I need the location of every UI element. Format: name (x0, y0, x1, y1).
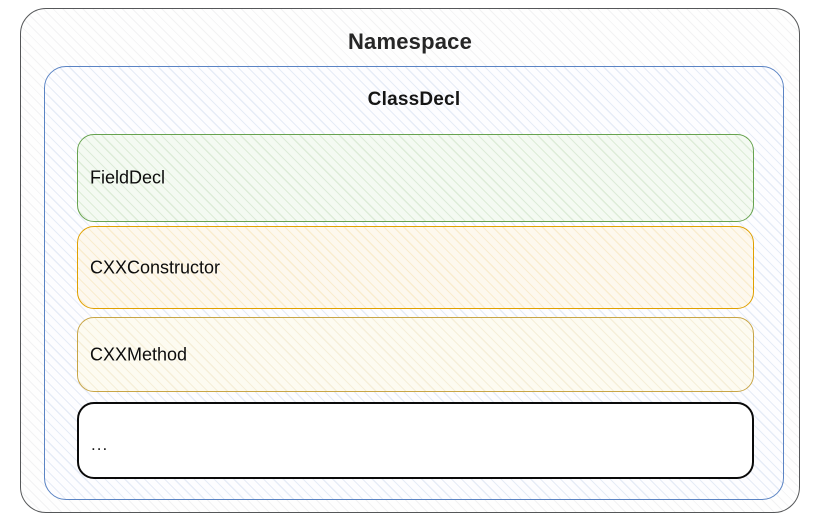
member-box-cxxmethod: CXXMethod (77, 317, 754, 392)
member-box-cxxconstructor: CXXConstructor (77, 226, 754, 309)
classdecl-title: ClassDecl (367, 89, 461, 110)
namespace-title: Namespace (347, 29, 473, 54)
member-box-fielddecl: FieldDecl (77, 134, 754, 222)
member-box-ellipsis: ... (77, 402, 754, 479)
member-label-ellipsis: ... (91, 434, 109, 454)
namespace-container: Namespace ClassDecl FieldDecl CXXConstru… (20, 8, 800, 513)
member-label-fielddecl: FieldDecl (90, 167, 166, 188)
member-label-cxxmethod: CXXMethod (90, 344, 188, 364)
member-label-cxxconstructor: CXXConstructor (90, 257, 221, 277)
classdecl-container: ClassDecl FieldDecl CXXConstructor CXXMe… (44, 66, 784, 500)
